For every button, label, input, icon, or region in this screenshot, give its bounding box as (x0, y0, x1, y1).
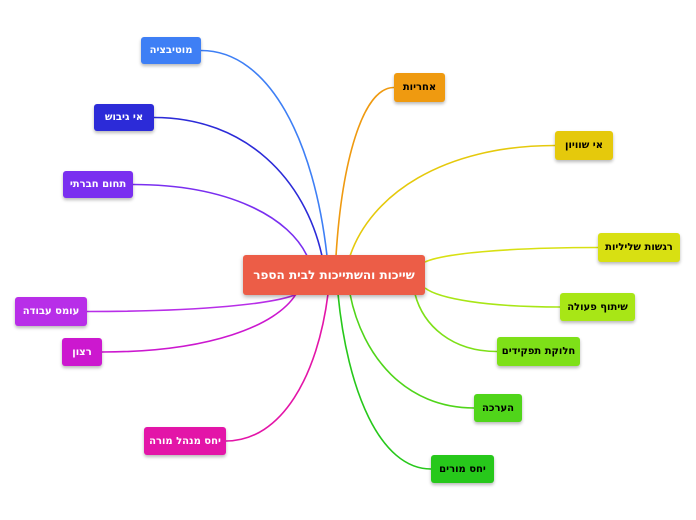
branch-workload[interactable]: עומס עבודה (15, 297, 87, 326)
branch-social-domain[interactable]: תחום חברתי (63, 171, 133, 198)
connector-branch-role-division (414, 293, 498, 353)
branch-cooperation[interactable]: שיתוף פעולה (560, 293, 635, 321)
connector-branch-social-domain (132, 183, 309, 259)
branch-principal-teacher-relation[interactable]: יחס מנהל מורה (144, 427, 226, 455)
branch-inequality[interactable]: אי שוויון (555, 131, 613, 160)
branch-responsibility[interactable]: אחריות (394, 73, 445, 102)
connector-branch-teachers-attitude (337, 293, 432, 470)
connector-branch-will (101, 293, 297, 353)
branch-teachers-attitude[interactable]: יחס מורים (431, 455, 494, 483)
connector-branch-responsibility (335, 86, 395, 257)
branch-lack-of-cohesion[interactable]: אי גיבוש (94, 104, 154, 131)
branch-negative-feelings[interactable]: רגשות שליליות (598, 233, 680, 262)
connector-branch-cooperation (424, 287, 561, 308)
branch-motivation[interactable]: מוטיבציה (141, 37, 201, 64)
connector-branch-appreciation (349, 293, 475, 409)
connector-branch-principal-teacher-relation (225, 293, 329, 442)
branch-role-division[interactable]: חלוקת תפקידים (497, 337, 580, 366)
connector-branch-workload (86, 293, 298, 313)
branch-will[interactable]: רצון (62, 338, 102, 366)
connector-branch-inequality (349, 144, 556, 257)
branch-appreciation[interactable]: הערכה (474, 394, 522, 422)
connector-branch-negative-feelings (424, 246, 599, 263)
connector-branch-lack-of-cohesion (153, 116, 323, 257)
connector-branch-motivation (200, 49, 328, 257)
central-topic[interactable]: שייכות והשתייכות לבית הספר (243, 255, 425, 295)
